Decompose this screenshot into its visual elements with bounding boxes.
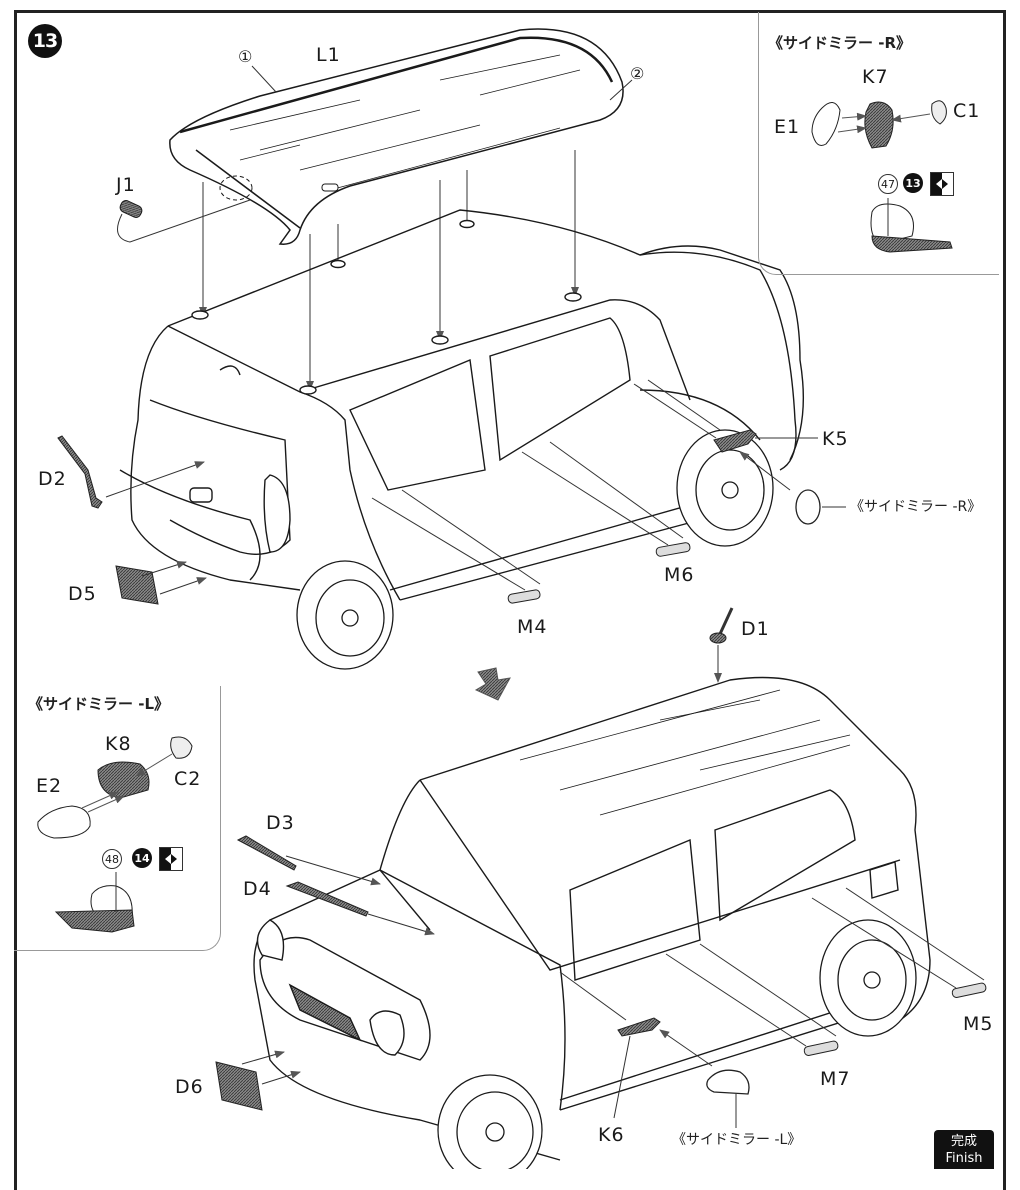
part-label-m6: M6 <box>664 564 695 586</box>
part-label-l1: L1 <box>316 44 341 66</box>
wheel-front-bottom <box>437 1074 543 1169</box>
alignment-lines <box>199 150 579 391</box>
page-frame <box>14 10 1006 1190</box>
step-number-badge: 13 <box>28 24 62 58</box>
part-d3 <box>236 835 381 886</box>
part-label-c1: C1 <box>953 100 981 122</box>
step-arrow-down <box>474 667 511 701</box>
mirror-r-title: 《サイドミラー -R》 <box>768 34 911 52</box>
part-k6 <box>559 971 750 1128</box>
part-d5 <box>115 560 207 605</box>
part-m4 <box>371 489 541 604</box>
part-d4 <box>285 881 435 936</box>
part-d6 <box>215 1050 301 1111</box>
part-label-m4: M4 <box>517 616 548 638</box>
part-label-d4: D4 <box>243 878 272 900</box>
part-label-d3: D3 <box>266 812 295 834</box>
part-m7 <box>665 943 839 1056</box>
part-d2 <box>57 435 205 509</box>
callout-mirror-r: 《サイドミラー -R》 <box>850 499 982 515</box>
mirror-l-inset <box>14 686 221 951</box>
step-ref-14: 14 <box>132 848 152 868</box>
roof-ref-1: ① <box>238 47 253 66</box>
part-k5 <box>633 379 846 525</box>
part-label-j1: J1 <box>116 174 136 196</box>
paint-ref-47: 47 <box>878 174 898 194</box>
part-label-c2: C2 <box>174 768 202 790</box>
part-label-k5: K5 <box>822 428 849 450</box>
part-label-d2: D2 <box>38 468 67 490</box>
finish-jp: 完成 <box>950 1134 977 1149</box>
part-d1 <box>709 607 734 683</box>
roof-ref-2: ② <box>630 64 645 83</box>
part-m5 <box>811 887 987 998</box>
part-label-k8: K8 <box>105 733 132 755</box>
wheel-rear-bottom <box>819 919 917 1037</box>
roof-panel-l1 <box>169 28 624 245</box>
part-label-m5: M5 <box>963 1013 994 1035</box>
step-ref-13: 13 <box>903 173 923 193</box>
part-label-d1: D1 <box>741 618 770 640</box>
paint-ref-48: 48 <box>102 849 122 869</box>
mirror-r-exploded <box>811 100 953 253</box>
decal-flag-icon <box>159 847 183 871</box>
part-label-d6: D6 <box>175 1076 204 1098</box>
finish-badge: 完成 Finish <box>934 1130 994 1169</box>
car-body-rear-view <box>119 209 805 601</box>
part-m6 <box>521 441 691 557</box>
part-label-m7: M7 <box>820 1068 851 1090</box>
decal-flag-icon <box>930 172 954 196</box>
part-j1 <box>117 175 253 243</box>
part-label-d5: D5 <box>68 583 97 605</box>
finish-en: Finish <box>945 1151 983 1166</box>
part-label-k6: K6 <box>598 1124 625 1146</box>
callout-mirror-l: 《サイドミラー -L》 <box>672 1132 802 1148</box>
mirror-l-exploded <box>37 736 193 933</box>
wheel-rear-top <box>296 560 394 670</box>
part-label-k7: K7 <box>862 66 889 88</box>
car-body-front-view <box>253 676 931 1161</box>
part-label-e1: E1 <box>774 116 801 138</box>
mirror-l-title: 《サイドミラー -L》 <box>28 695 170 713</box>
roof-stripes-bottom <box>519 689 851 816</box>
mirror-r-inset <box>758 12 999 275</box>
part-label-e2: E2 <box>36 775 63 797</box>
